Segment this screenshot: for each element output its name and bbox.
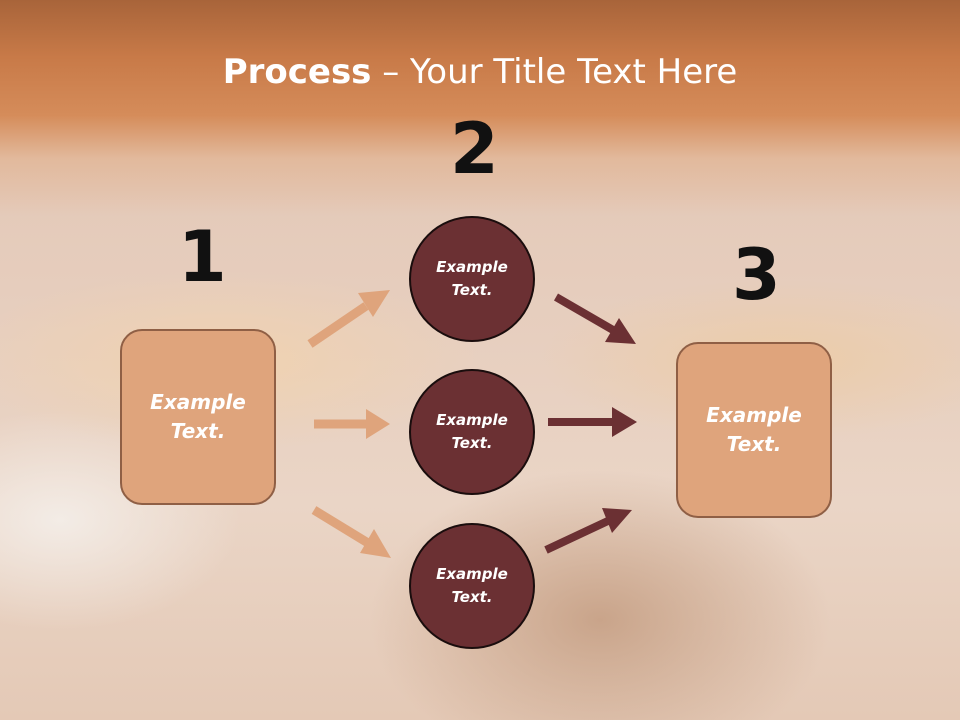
step-2-node-3: Example Text. xyxy=(409,523,535,649)
step-3-number: 3 xyxy=(732,234,781,316)
step-1-text: Example Text. xyxy=(150,390,246,443)
arrow-node-1-to-3 xyxy=(553,293,636,344)
arrow-1-to-node-3 xyxy=(311,506,391,558)
arrow-node-3-to-3 xyxy=(544,508,632,554)
arrow-1-to-node-1 xyxy=(307,290,390,348)
node-3-text: Example Text. xyxy=(436,565,508,606)
slide-title: Process – Your Title Text Here xyxy=(0,52,960,92)
step-2-node-1: Example Text. xyxy=(409,216,535,342)
step-2-node-2: Example Text. xyxy=(409,369,535,495)
step-3-box: Example Text. xyxy=(676,342,832,518)
step-3-text: Example Text. xyxy=(706,403,802,456)
arrow-1-to-node-2 xyxy=(314,409,390,439)
step-1-box: Example Text. xyxy=(120,329,276,505)
arrow-node-2-to-3 xyxy=(548,407,637,437)
title-bold: Process xyxy=(222,52,372,92)
node-2-text: Example Text. xyxy=(436,411,508,452)
step-2-number: 2 xyxy=(450,108,499,190)
title-rest: – Your Title Text Here xyxy=(371,52,738,92)
step-1-number: 1 xyxy=(178,216,227,298)
node-1-text: Example Text. xyxy=(436,258,508,299)
